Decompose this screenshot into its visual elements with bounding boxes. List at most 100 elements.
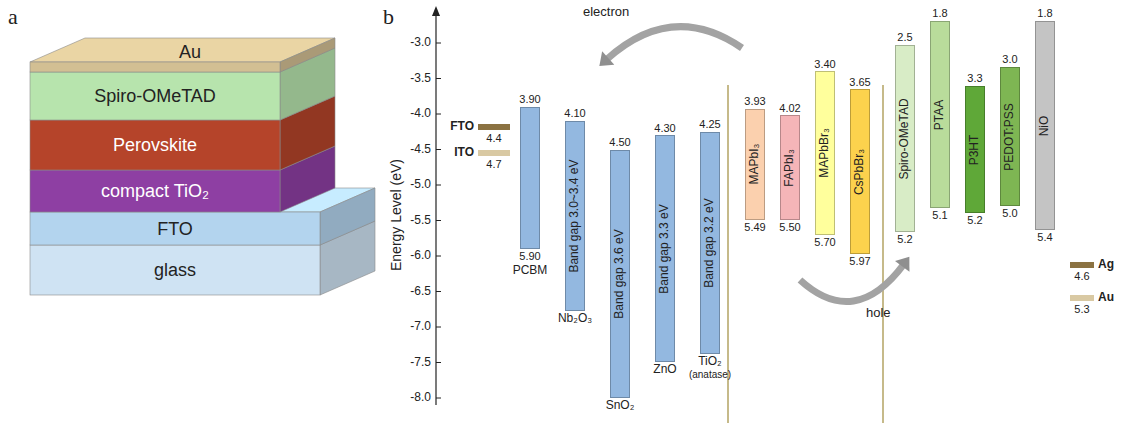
perovskite-bar: 3.93MAPbI₃5.49 (745, 109, 765, 220)
etl-bar: 4.25Band gap 3.2 eVTiO₂(anatase) (700, 132, 720, 354)
electrode-level: Ag4.6 (1070, 262, 1094, 268)
axis-tick (436, 78, 441, 79)
axis-tick (436, 256, 441, 257)
energy-value: 3.40 (814, 58, 835, 71)
htl-bar: 3.0PEDOT:PSS5.0 (1000, 67, 1020, 206)
axis-tick (436, 291, 441, 292)
energy-value: 5.90 (519, 250, 540, 263)
material-name: P3HT (968, 134, 982, 165)
axis-tick-label: -4.0 (410, 107, 431, 121)
energy-value: Nb₂O₃ (558, 312, 592, 326)
layer-label: Au (179, 41, 201, 62)
material-name: Ag (1098, 258, 1114, 272)
layer-label: compact TiO₂ (101, 181, 209, 202)
energy-value: 3.3 (967, 72, 982, 85)
htl-bar: 3.3P3HT5.2 (965, 86, 985, 213)
htl-bar: 2.5Spiro-OMeTAD5.2 (895, 45, 915, 232)
energy-value: 3.93 (744, 95, 765, 108)
htl-bar: 1.8PTAA5.1 (930, 21, 950, 208)
layer-box: Au (105, 39, 275, 64)
layer-box: Perovskite (30, 120, 280, 170)
electrode-level: FTO4.4 (478, 124, 510, 130)
electrode-level: Au5.3 (1070, 295, 1094, 301)
energy-value: 4.7 (486, 158, 501, 171)
etl-bar: 4.30Band gap 3.3 eVZnO (655, 135, 675, 362)
material-name: Band gap 3.3 eV (658, 204, 672, 293)
etl-bar: 3.905.90PCBM (520, 107, 540, 249)
axis-tick (436, 114, 441, 115)
material-name: (anatase) (689, 369, 731, 381)
axis-tick-label: -5.5 (410, 214, 431, 228)
panel-label: b (383, 4, 394, 29)
energy-value: 4.02 (779, 102, 800, 115)
material-name: NiO (1038, 115, 1052, 136)
material-name: FTO (450, 120, 474, 134)
axis-tick-label: -5.0 (410, 178, 431, 192)
axis-tick (436, 149, 441, 150)
material-name: MAPbI₃ (748, 144, 762, 185)
axis-tick (436, 185, 441, 186)
energy-value: 4.10 (564, 107, 585, 120)
htl-bar: 1.8NiO5.4 (1035, 21, 1055, 230)
material-name: MAPbBr₃ (818, 128, 832, 178)
material-name: CsPbBr₃ (853, 148, 867, 194)
layer-label: FTO (157, 218, 193, 239)
axis-tick-label: -7.5 (410, 356, 431, 370)
energy-value: 5.1 (932, 209, 947, 222)
layer-side-face (320, 188, 375, 245)
energy-value: 5.49 (744, 221, 765, 234)
energy-value: 2.5 (897, 31, 912, 44)
energy-value: 5.70 (814, 236, 835, 249)
axis-line (435, 14, 436, 405)
layer-front-face (30, 170, 280, 212)
arrow-label: hole (866, 306, 891, 321)
layer-front-face (30, 72, 280, 120)
perovskite-bar: 3.40MAPbBr₃5.70 (815, 71, 835, 234)
layer-side-face (280, 38, 335, 72)
energy-value: 4.50 (609, 136, 630, 149)
material-name: Au (1098, 291, 1114, 305)
separator-line (882, 85, 883, 423)
layer-front-face (30, 212, 320, 245)
hole-arrow-shaft (800, 264, 904, 302)
energy-value: 4.6 (1074, 270, 1089, 283)
layer-box: glass (30, 245, 320, 295)
material-name: Spiro-OMeTAD (898, 98, 912, 179)
axis-tick-label: -8.0 (410, 391, 431, 405)
energy-value: 4.4 (486, 132, 501, 145)
axis-tick (436, 327, 441, 328)
energy-value: 3.0 (1002, 53, 1017, 66)
arrow-label: electron (583, 5, 629, 20)
axis-arrowhead (432, 6, 440, 16)
axis-tick-label: -4.5 (410, 143, 431, 157)
layer-label: glass (154, 260, 196, 281)
energy-value: 5.97 (849, 255, 870, 268)
layer-front-face (30, 62, 280, 72)
material-name: FAPbI₃ (783, 149, 797, 187)
energy-value: 5.3 (1074, 303, 1089, 316)
material-name: Band gap 3.0~3.4 eV (568, 159, 582, 272)
electron-arrow (599, 27, 742, 66)
energy-value: TiO₂ (698, 355, 722, 369)
material-name: Band gap 3.2 eV (703, 198, 717, 287)
energy-value: 5.0 (1002, 207, 1017, 220)
energy-value: ZnO (653, 363, 676, 377)
energy-value: 5.4 (1037, 231, 1052, 244)
perovskite-bar: 3.65CsPbBr₃5.97 (850, 89, 870, 254)
layer-label: Spiro-OMeTAD (94, 86, 216, 107)
energy-value: 5.2 (897, 233, 912, 246)
material-name: Band gap 3.6 eV (613, 229, 627, 318)
axis-tick (436, 220, 441, 221)
axis-tick-label: -7.0 (410, 320, 431, 334)
energy-value: 5.2 (967, 214, 982, 227)
material-name: ITO (454, 146, 474, 160)
energy-value: 4.30 (654, 122, 675, 135)
axis-tick-label: -6.5 (410, 285, 431, 299)
energy-value: 1.8 (1037, 7, 1052, 20)
energy-value: SnO₂ (606, 399, 635, 413)
energy-value: 1.8 (932, 7, 947, 20)
